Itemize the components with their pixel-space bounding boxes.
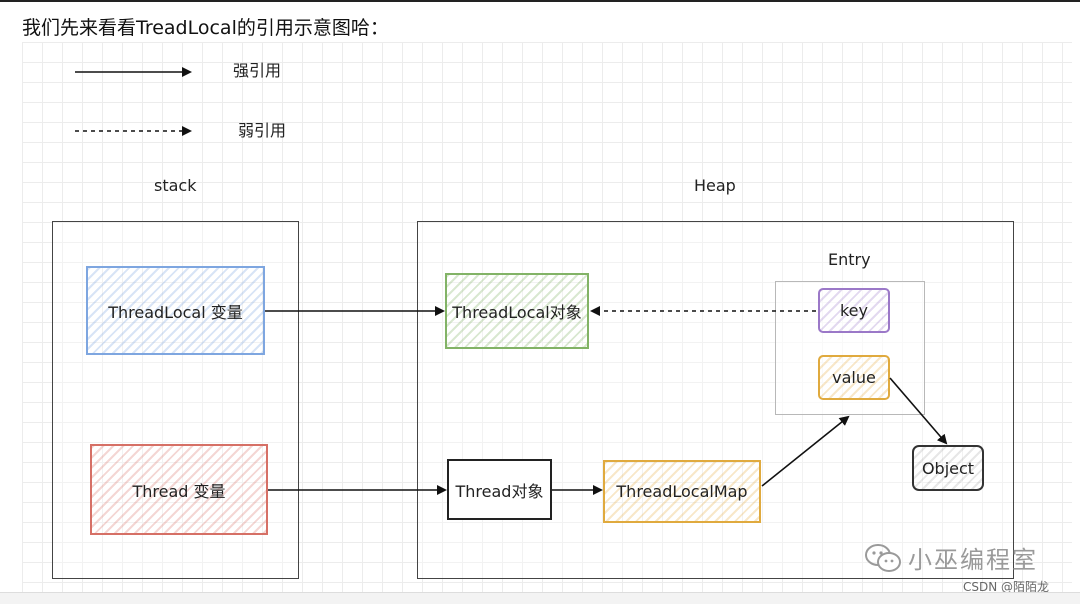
entry-box [775,281,925,415]
wechat-icon [865,543,901,572]
bottom-bar [0,592,1080,604]
legend-weak-label: 弱引用 [238,121,287,140]
threadlocalmap-node: ThreadLocalMap [603,460,761,523]
watermark: 小巫编程室 [864,540,1038,575]
stack-container [52,221,299,579]
object-node: Object [912,445,984,491]
page-title: 我们先来看看TreadLocal的引用示意图哈： [22,17,389,39]
arrow-map-to-entry [761,415,850,487]
legend-strong-label: 强引用 [233,61,282,80]
entry-label: Entry [828,250,871,269]
watermark-text: 小巫编程室 [908,546,1038,574]
key-node: key [818,288,890,333]
stack-label: stack [154,176,197,195]
thread-variable-node: Thread 变量 [90,444,268,535]
top-border [0,0,1080,2]
value-node: value [818,355,890,400]
csdn-credit: CSDN @陌陌龙 [963,580,1050,594]
threadlocal-variable-node: ThreadLocal 变量 [86,266,265,355]
thread-object-node: Thread对象 [447,459,552,520]
heap-label: Heap [694,176,736,195]
threadlocal-object-node: ThreadLocal对象 [445,273,589,349]
arrow-value-to-object [889,377,948,445]
